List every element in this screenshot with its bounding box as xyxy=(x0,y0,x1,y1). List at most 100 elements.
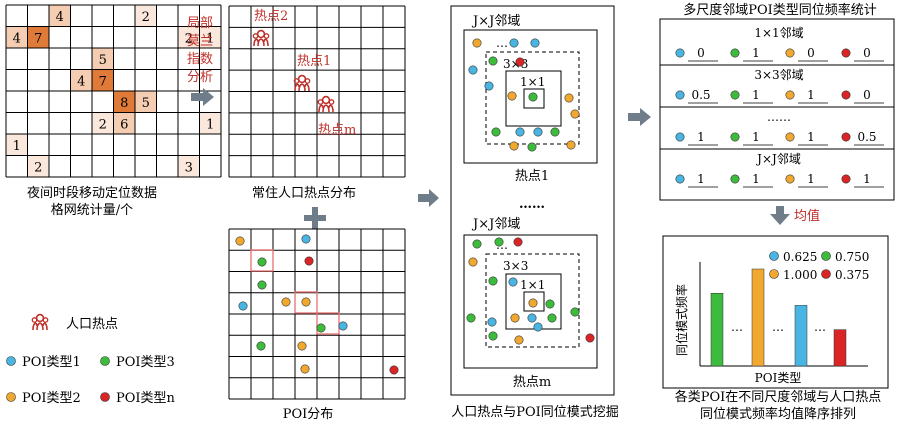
mining-poi-dot xyxy=(487,317,497,327)
freq-value: 1 xyxy=(752,88,760,102)
density-cell xyxy=(6,26,28,48)
bar-legend-poi1-dot xyxy=(769,251,779,261)
mining-poi-dot xyxy=(494,237,504,247)
mining-poi-dot xyxy=(508,277,518,287)
bottom-3x3-label: 3×3 xyxy=(503,259,528,273)
freq-poi-dot xyxy=(785,90,795,100)
mining-poi-dot xyxy=(570,109,580,119)
mining-poi-dot xyxy=(491,127,501,137)
density-cell xyxy=(49,5,71,27)
moran-arrow: 局部 莫兰 指数 分析 xyxy=(187,16,214,106)
poi-dot xyxy=(304,256,314,266)
freq-poi-dot xyxy=(730,48,740,58)
poi-dot xyxy=(297,341,307,351)
density-cell xyxy=(199,26,221,48)
freq-value: 0 xyxy=(863,88,871,102)
freq-poi-dot xyxy=(675,48,685,58)
bottom-1x1-label: 1×1 xyxy=(520,278,545,292)
hotspot-m-label: 热点m xyxy=(318,123,356,138)
bar-legend-value-poi3: 0.750 xyxy=(835,250,869,264)
poi-highlight-cell-1 xyxy=(250,249,274,272)
mining-poi-dot xyxy=(566,140,576,150)
freq-poi-dot xyxy=(675,174,685,184)
mining-poi-dot xyxy=(550,127,560,137)
mining-poi-dot xyxy=(484,81,494,91)
top-center-cell xyxy=(523,88,545,109)
hotspotm-caption: 热点m xyxy=(513,375,551,390)
poi-dot xyxy=(301,234,311,244)
hotspot-2-icon xyxy=(252,29,270,47)
bar-legend-value-poi2: 1.000 xyxy=(783,268,817,282)
freq-value: 0 xyxy=(807,46,815,60)
mining-poi-dot xyxy=(585,333,595,343)
density-cell-value: 7 xyxy=(99,74,107,89)
density-caption-line1: 夜间时段移动定位数据 xyxy=(27,186,157,201)
mining-poi-dot xyxy=(472,239,482,249)
density-cell xyxy=(6,134,28,156)
density-cell-value: 5 xyxy=(99,53,107,68)
hotspot-1-label: 热点1 xyxy=(297,54,331,69)
density-cell-value: 6 xyxy=(120,117,128,132)
freq-poi-dot xyxy=(841,174,851,184)
bar-caption-line1: 各类POI在不同尺度邻域与人口热点 xyxy=(675,389,882,405)
freq-poi-dot xyxy=(785,48,795,58)
legend-poi1-dot xyxy=(6,356,16,366)
density-cell-value: 2 xyxy=(185,31,193,46)
bar-panel: 同位模式频率 POI类型 … … … 0.625 0.750 1.000 0.3… xyxy=(662,235,889,389)
bar-legend: 0.625 0.750 1.000 0.375 xyxy=(769,250,869,282)
legend-poin-dot xyxy=(100,392,110,402)
mining-poi-dot xyxy=(472,38,482,48)
freq-value: 0.5 xyxy=(691,88,710,102)
mining-poi-dot xyxy=(507,91,517,101)
density-cell xyxy=(199,112,221,134)
density-cell xyxy=(113,91,135,113)
freq-value: 1 xyxy=(807,130,815,144)
poi-dot xyxy=(238,301,248,311)
density-cell-value: 7 xyxy=(34,31,42,46)
freq-value: 1 xyxy=(697,130,705,144)
density-cell-value: 1 xyxy=(206,31,214,46)
poi-dot xyxy=(256,341,266,351)
bar-ellipsis-2: … xyxy=(772,320,784,334)
density-cell-value: 2 xyxy=(99,117,107,132)
plus-icon xyxy=(304,207,326,229)
arrow-to-mining-icon xyxy=(418,189,439,207)
mining-poi-dot xyxy=(488,56,498,66)
legend-poi3-dot xyxy=(100,356,110,366)
mining-poi-dot xyxy=(513,237,523,247)
bar xyxy=(751,268,765,367)
top-1x1-label: 1×1 xyxy=(520,75,545,89)
top-jxj-box xyxy=(463,29,598,164)
density-cell xyxy=(92,69,114,91)
mining-poi-dot xyxy=(488,276,498,286)
freq-row-label: 3×3邻域 xyxy=(754,68,803,82)
bottom-jxj-label: J×J邻域 xyxy=(471,217,520,232)
density-cell xyxy=(27,26,49,48)
density-cell-value: 4 xyxy=(56,10,64,25)
freq-value: 1 xyxy=(752,46,760,60)
density-cell xyxy=(92,112,114,134)
freq-poi-dot xyxy=(675,90,685,100)
poi-dot xyxy=(257,257,267,267)
top-ellipsis: … xyxy=(496,36,508,50)
mining-poi-dot xyxy=(466,313,476,323)
mining-poi-dot xyxy=(509,141,519,151)
hotspot-m-icon xyxy=(317,95,335,113)
density-cell-value: 4 xyxy=(77,74,85,89)
mining-poi-dot xyxy=(509,38,519,48)
bar-ylabel: 同位模式频率 xyxy=(674,284,689,356)
freq-row-label: …… xyxy=(767,110,791,124)
mining-poi-dot xyxy=(528,298,538,308)
poi-highlight-cell-2 xyxy=(294,291,318,314)
mining-poi-dot xyxy=(547,313,557,323)
density-cell xyxy=(113,112,135,134)
freq-value: 1 xyxy=(697,172,705,186)
freq-poi-dot xyxy=(841,48,851,58)
freq-poi-dot xyxy=(675,132,685,142)
freq-table-title: 多尺度邻域POI类型同位频率统计 xyxy=(683,2,877,18)
mining-poi-dot xyxy=(515,127,525,137)
mean-label: 均值 xyxy=(794,208,820,224)
density-cell xyxy=(178,26,200,48)
poi-dot xyxy=(389,365,399,375)
mining-panel: J×J邻域 … 3×3 1×1 热点1 …… J×J邻域 … 3×3 1×1 热… xyxy=(450,5,615,396)
